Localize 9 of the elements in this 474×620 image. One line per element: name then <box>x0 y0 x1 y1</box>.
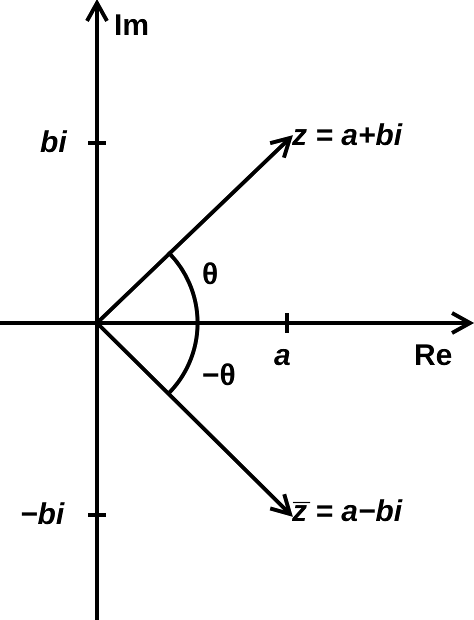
tick-label: −bi <box>20 497 64 533</box>
tick-label: a <box>274 338 291 374</box>
vector-label: z = a+bi <box>292 118 402 154</box>
vector-label: z̅ = a−bi <box>292 494 402 530</box>
angle-label: −θ <box>202 358 236 394</box>
tick-label: bi <box>40 125 67 161</box>
axis-label: Re <box>414 338 452 374</box>
angle-label: θ <box>202 257 218 293</box>
axis-label: Im <box>114 8 150 44</box>
